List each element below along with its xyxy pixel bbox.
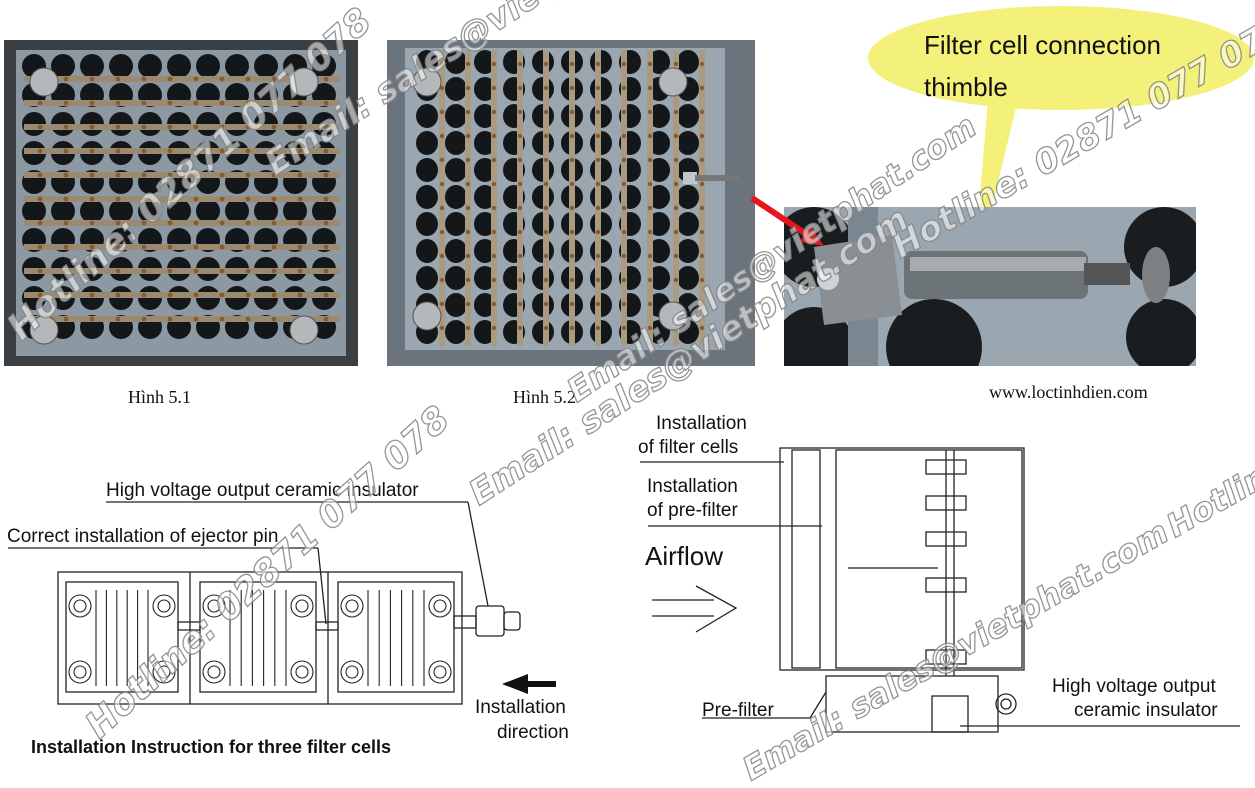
label-ejector-pin: Correct installation of ejector pin	[7, 526, 279, 547]
label-installation-of-filter-cells-2: of filter cells	[638, 437, 739, 458]
label-installation-direction-1: Installation	[475, 697, 566, 718]
caption-figure-5-1: Hình 5.1	[128, 387, 191, 407]
photo-filter-cell-1	[4, 40, 358, 366]
caption-figure-5-2: Hình 5.2	[513, 387, 576, 407]
label-installation-of-filter-cells-1: Installation	[656, 413, 747, 434]
callout-bubble	[868, 6, 1254, 110]
label-installation-direction-2: direction	[497, 722, 569, 743]
callout-line-1: Filter cell connection	[924, 30, 1161, 60]
label-installation-of-prefilter-2: of pre-filter	[647, 500, 738, 521]
label-hv-insulator-right-1: High voltage output	[1052, 676, 1216, 697]
label-pre-filter: Pre-filter	[702, 700, 774, 721]
left-diagram-title: Installation Instruction for three filte…	[31, 737, 392, 757]
photo-connection-thimble	[784, 207, 1196, 366]
website-url: www.loctinhdien.com	[989, 382, 1148, 402]
label-hv-insulator-right-2: ceramic insulator	[1074, 700, 1218, 721]
label-hv-insulator-left: High voltage output ceramic insulator	[106, 480, 419, 501]
label-installation-of-prefilter-1: Installation	[647, 476, 738, 497]
side-view-diagram	[640, 447, 1240, 733]
red-arrow-icon	[750, 195, 824, 246]
label-airflow: Airflow	[645, 541, 724, 571]
callout-line-2: thimble	[924, 72, 1008, 102]
three-filter-cells-diagram	[8, 501, 556, 705]
photo-filter-cell-2	[387, 40, 755, 366]
